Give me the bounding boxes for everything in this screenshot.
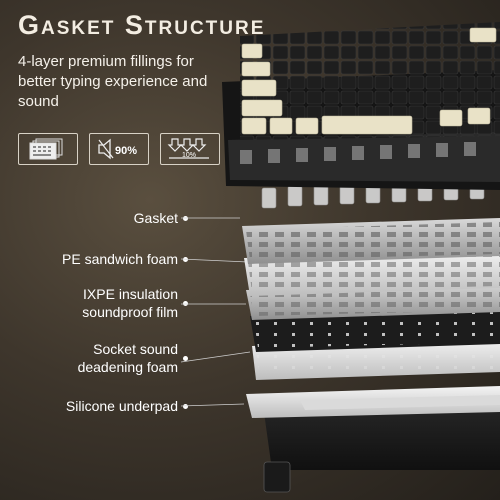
layer-label-socket-foam: Socket sound deadening foam bbox=[48, 340, 188, 376]
noise-reduction-text: 90% bbox=[115, 145, 137, 157]
layer-label-ixpe-film: IXPE insulation soundproof film bbox=[38, 285, 188, 321]
arrows-down-icon: 10% bbox=[160, 133, 220, 165]
page-title: Gasket Structure bbox=[18, 10, 266, 40]
noise-reduction-icon: 90% bbox=[89, 133, 149, 165]
page-subtitle: 4-layer premium fillings for better typi… bbox=[18, 53, 208, 110]
feature-icons: 90% 10% bbox=[18, 133, 220, 165]
arrows-down-text: 10% bbox=[182, 152, 196, 159]
foam-layers-icon bbox=[18, 133, 78, 165]
